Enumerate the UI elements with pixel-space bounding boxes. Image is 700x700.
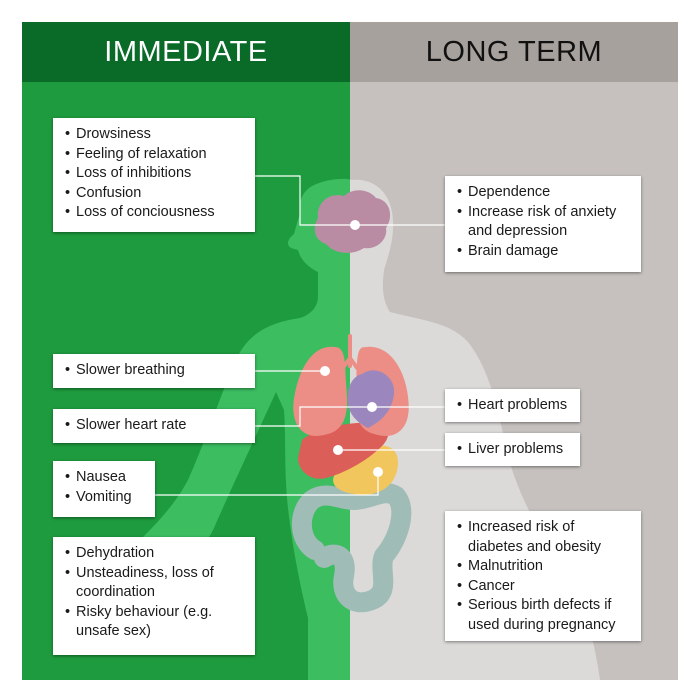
list-item: Confusion	[65, 184, 245, 204]
long-term-box-brain: Dependence Increase risk of anxiety and …	[445, 176, 641, 272]
immediate-box-lungs: Slower breathing	[53, 354, 255, 388]
list-item: Increase risk of anxiety and depression	[457, 203, 631, 242]
dot-lungs	[320, 366, 330, 376]
list-item: Heart problems	[457, 396, 570, 416]
list-item: Liver problems	[457, 440, 570, 460]
list-item: Unsteadiness, loss of coordination	[65, 564, 245, 603]
immediate-header: IMMEDIATE	[104, 36, 268, 68]
dot-heart	[367, 402, 377, 412]
list-item: Cancer	[457, 577, 631, 597]
list-item: Loss of conciousness	[65, 203, 245, 223]
left-header-bar	[22, 22, 350, 82]
connector-lines	[155, 175, 445, 496]
list-item: Brain damage	[457, 242, 631, 262]
long-term-box-general: Increased risk of diabetes and obesity M…	[445, 511, 641, 641]
long-term-box-liver: Liver problems	[445, 433, 580, 466]
stomach-icon	[333, 445, 398, 495]
connector-heart-immediate	[255, 406, 372, 427]
list-item: Serious birth defects if used during pre…	[457, 596, 631, 635]
right-header-bar	[350, 22, 678, 82]
list-item: Risky behaviour (e.g. unsafe sex)	[65, 603, 245, 642]
list-item: Slower heart rate	[65, 416, 245, 436]
connector-dots	[320, 220, 383, 477]
immediate-box-heart: Slower heart rate	[53, 409, 255, 443]
list-item: Feeling of relaxation	[65, 145, 245, 165]
list-item: Slower breathing	[65, 361, 245, 381]
immediate-box-brain: Drowsiness Feeling of relaxation Loss of…	[53, 118, 255, 232]
list-item: Vomiting	[65, 488, 145, 508]
connector-brain-immediate	[255, 175, 355, 226]
dot-brain	[350, 220, 360, 230]
list-item: Drowsiness	[65, 125, 245, 145]
list-item: Increased risk of diabetes and obesity	[457, 518, 631, 557]
list-item: Malnutrition	[457, 557, 631, 577]
intestines-icon	[291, 483, 412, 613]
list-item: Loss of inhibitions	[65, 164, 245, 184]
long-term-header: LONG TERM	[425, 36, 603, 68]
dot-liver	[333, 445, 343, 455]
list-item: Dehydration	[65, 544, 245, 564]
immediate-box-general: Dehydration Unsteadiness, loss of coordi…	[53, 537, 255, 655]
dot-stomach	[373, 467, 383, 477]
list-item: Dependence	[457, 183, 631, 203]
immediate-box-stomach: Nausea Vomiting	[53, 461, 155, 517]
heart-icon	[347, 370, 395, 428]
connector-stomach	[155, 472, 379, 496]
long-term-box-heart: Heart problems	[445, 389, 580, 422]
list-item: Nausea	[65, 468, 145, 488]
